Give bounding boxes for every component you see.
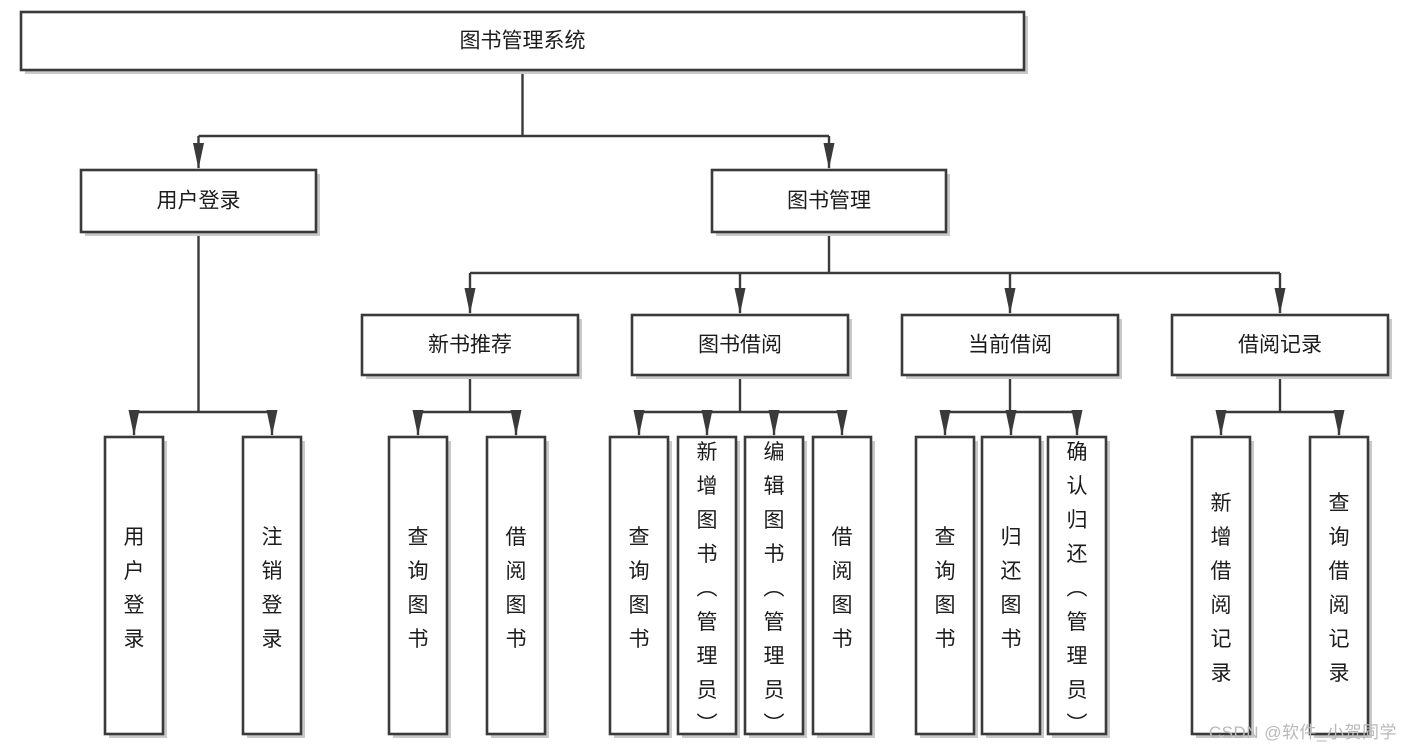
node-leaf-9[interactable]: 归还图书	[980, 435, 1044, 738]
node-label: 新增图书︵管理员︶	[697, 441, 718, 736]
node-leaf-12[interactable]: 查询借阅记录	[1308, 435, 1372, 738]
node-label: 用户登录	[124, 526, 145, 651]
node-label: 借阅图书	[832, 526, 853, 651]
node-label: 借阅图书	[506, 526, 527, 651]
arrow-head-icon	[1005, 410, 1017, 436]
arrow-head-icon	[128, 410, 140, 436]
node-leaf-7[interactable]: 借阅图书	[811, 435, 875, 738]
node-l3-0[interactable]: 新书推荐	[360, 313, 582, 379]
node-l2-0[interactable]: 用户登录	[79, 168, 320, 236]
node-label: 当前借阅	[968, 334, 1052, 357]
node-label: 查询图书	[935, 526, 956, 651]
node-leaf-5[interactable]: 新增图书︵管理员︶	[676, 435, 740, 738]
node-leaf-2[interactable]: 查询图书	[387, 435, 451, 738]
node-label: 查询图书	[408, 526, 429, 651]
arrow-head-icon	[1215, 410, 1227, 436]
arrow-head-icon	[510, 410, 522, 436]
node-label: 编辑图书︵管理员︶	[764, 441, 785, 736]
arrow-head-icon	[412, 410, 424, 436]
arrow-head-icon	[1274, 288, 1286, 314]
arrow-head-icon	[1004, 288, 1016, 314]
node-label: 图书借阅	[698, 334, 782, 357]
node-leaf-3[interactable]: 借阅图书	[485, 435, 549, 738]
node-root-图书管理系统[interactable]: 图书管理系统	[19, 10, 1028, 74]
arrow-head-icon	[823, 143, 835, 169]
node-label: 用户登录	[157, 190, 241, 213]
arrow-head-icon	[193, 143, 204, 169]
arrow-head-icon	[768, 410, 780, 436]
arrow-head-icon	[701, 410, 713, 436]
arrow-head-icon	[836, 410, 848, 436]
node-label: 图书管理	[787, 190, 871, 213]
node-label: 查询借阅记录	[1329, 492, 1350, 685]
node-leaf-11[interactable]: 新增借阅记录	[1190, 435, 1254, 738]
node-label: 新增借阅记录	[1211, 492, 1232, 685]
node-label: 归还图书	[1001, 526, 1022, 651]
arrow-head-icon	[1071, 410, 1083, 436]
node-label: 确认归还︵管理员︶	[1067, 441, 1088, 736]
node-leaf-1[interactable]: 注销登录	[241, 435, 305, 738]
arrow-head-icon	[734, 288, 746, 314]
arrow-head-icon	[266, 410, 278, 436]
node-label: 借阅记录	[1238, 334, 1322, 357]
node-l2-1[interactable]: 图书管理	[710, 168, 950, 236]
edges-layer	[128, 70, 1345, 436]
node-leaf-0[interactable]: 用户登录	[103, 435, 167, 738]
nodes-layer: 图书管理系统用户登录图书管理新书推荐图书借阅当前借阅借阅记录用户登录注销登录查询…	[19, 10, 1392, 738]
node-leaf-10[interactable]: 确认归还︵管理员︶	[1046, 435, 1110, 738]
node-label: 新书推荐	[428, 334, 512, 357]
arrow-head-icon	[464, 288, 476, 314]
node-l3-1[interactable]: 图书借阅	[630, 313, 852, 379]
node-label: 查询图书	[629, 526, 650, 651]
node-label: 图书管理系统	[460, 30, 586, 53]
node-l3-3[interactable]: 借阅记录	[1170, 313, 1392, 379]
node-leaf-8[interactable]: 查询图书	[914, 435, 978, 738]
node-label: 注销登录	[262, 526, 283, 651]
arrow-head-icon	[939, 410, 951, 436]
node-leaf-6[interactable]: 编辑图书︵管理员︶	[743, 435, 807, 738]
arrow-head-icon	[633, 410, 645, 436]
node-l3-2[interactable]: 当前借阅	[900, 313, 1122, 379]
node-leaf-4[interactable]: 查询图书	[608, 435, 672, 738]
arrow-head-icon	[1333, 410, 1345, 436]
